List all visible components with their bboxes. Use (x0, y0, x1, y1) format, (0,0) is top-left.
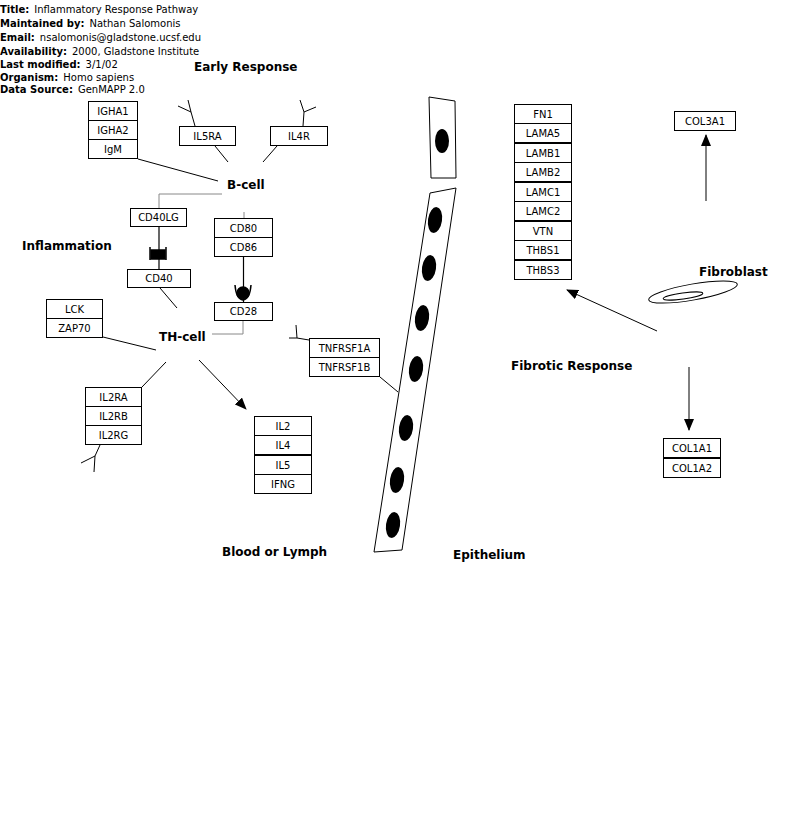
gene-box: FN1 (514, 104, 572, 124)
gene-name: IL2 (276, 421, 291, 432)
section-label: B-cell (227, 179, 265, 192)
gene-box: COL1A1 (663, 438, 721, 458)
gene-box: LAMC1 (514, 182, 572, 202)
gene-name: CD80 (230, 223, 257, 234)
gene-box: LAMC2 (514, 201, 572, 221)
gene-box: CD80 (214, 218, 273, 238)
section-label: Fibrotic Response (511, 360, 632, 373)
gene-box: LCK (46, 299, 103, 319)
gene-box: TNFRSF1B (309, 357, 380, 377)
gene-box: IL5 (254, 455, 312, 475)
gene-name: IL2RA (99, 392, 127, 403)
header-value: nsalomonis@gladstone.ucsf.edu (40, 32, 201, 43)
gene-box: CD28 (214, 302, 273, 321)
gene-name: IGHA2 (97, 125, 128, 136)
gene-name: IL2RG (99, 430, 129, 441)
gene-box: COL3A1 (674, 111, 736, 131)
gene-name: LAMB1 (526, 148, 561, 159)
gene-box: IGHA1 (88, 101, 138, 121)
gene-box: IL4 (254, 435, 312, 455)
gene-name: THBS3 (526, 265, 559, 276)
gene-box: CD40LG (130, 208, 187, 227)
header-value: GenMAPP 2.0 (78, 84, 145, 95)
gene-name: LAMC1 (526, 187, 561, 198)
header-key: Maintained by: (0, 18, 84, 29)
gene-box: IL2 (254, 416, 312, 436)
gene-name: LAMC2 (526, 206, 561, 217)
gene-name: LAMA5 (526, 128, 560, 139)
gene-name: CD28 (230, 306, 257, 317)
gene-name: IL4 (276, 440, 291, 451)
gene-name: IL5 (276, 460, 291, 471)
gene-box: THBS3 (514, 260, 572, 280)
gene-box: LAMB1 (514, 143, 572, 163)
section-label: Epithelium (453, 549, 526, 562)
gene-box: CD86 (214, 237, 273, 257)
gene-name: IFNG (271, 479, 295, 490)
header-key: Organism: (0, 72, 58, 83)
gene-name: FN1 (533, 109, 553, 120)
gene-name: TNFRSF1A (319, 343, 371, 354)
header-key: Last modified: (0, 59, 81, 70)
header-value: Homo sapiens (63, 72, 134, 83)
gene-name: CD40 (145, 273, 172, 284)
gene-box: IGHA2 (88, 120, 138, 140)
gene-box: THBS1 (514, 240, 572, 260)
gene-box: LAMA5 (514, 123, 572, 143)
section-label: Early Response (194, 61, 298, 74)
gene-name: CD86 (230, 242, 257, 253)
gene-name: ZAP70 (58, 323, 90, 334)
header-value: Nathan Salomonis (89, 18, 180, 29)
gene-box: TNFRSF1A (309, 338, 380, 358)
gene-box: CD40 (127, 269, 191, 288)
gene-box: IL2RG (85, 425, 142, 445)
gene-box: VTN (514, 221, 572, 241)
header-value: Inflammatory Response Pathway (34, 4, 198, 15)
gene-box: ZAP70 (46, 318, 103, 338)
header-key: Email: (0, 32, 35, 43)
gene-box: IL2RA (85, 387, 142, 407)
gene-name: COL3A1 (685, 116, 725, 127)
header-value: 3/1/02 (86, 59, 118, 70)
gene-box: COL1A2 (663, 458, 721, 478)
gene-name: IL5RA (193, 131, 221, 142)
gene-box: IL2RB (85, 406, 142, 426)
gene-box: IL5RA (179, 126, 236, 146)
header-key: Data Source: (0, 84, 73, 95)
gene-name: LAMB2 (526, 167, 561, 178)
gene-name: THBS1 (526, 245, 559, 256)
gene-name: VTN (533, 226, 553, 237)
gene-name: COL1A1 (672, 443, 712, 454)
gene-box: IL4R (270, 126, 328, 146)
gene-name: CD40LG (138, 212, 179, 223)
section-label: Blood or Lymph (222, 546, 327, 559)
gene-name: TNFRSF1B (319, 362, 371, 373)
gene-name: IGHA1 (97, 106, 128, 117)
section-label: Fibroblast (699, 266, 768, 279)
gene-box: IgM (88, 139, 138, 159)
gene-box: LAMB2 (514, 162, 572, 182)
header-key: Availability: (0, 46, 67, 57)
gene-name: LCK (65, 304, 84, 315)
section-label: Inflammation (22, 240, 112, 253)
gene-name: IgM (104, 144, 122, 155)
section-label: TH-cell (159, 331, 206, 344)
gene-name: IL4R (288, 131, 310, 142)
gene-name: IL2RB (99, 411, 128, 422)
gene-name: COL1A2 (672, 463, 712, 474)
header-key: Title: (0, 4, 29, 15)
interaction-line (158, 227, 159, 269)
gene-box: IFNG (254, 474, 312, 494)
header-value: 2000, Gladstone Institute (72, 46, 199, 57)
